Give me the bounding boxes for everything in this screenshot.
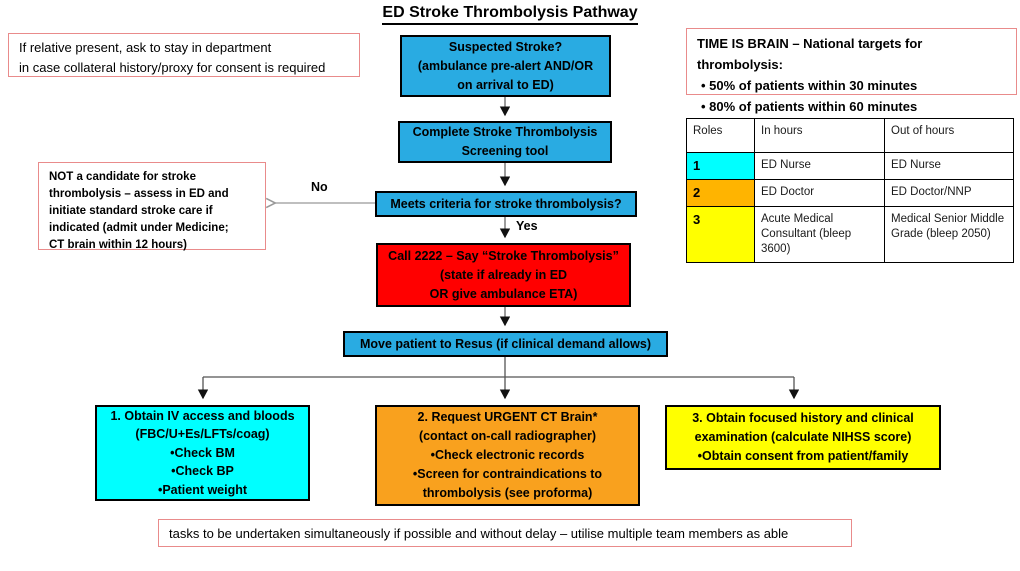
text-line: 1. Obtain IV access and bloods — [110, 408, 295, 423]
text-line: • 80% of patients within 60 minutes — [701, 99, 918, 114]
flowchart-title: ED Stroke Thrombolysis Pathway — [0, 4, 1020, 25]
role-number-cell: 2 — [686, 179, 755, 207]
text-line: Suspected Stroke? — [448, 39, 563, 54]
text-line: •Obtain consent from patient/family — [697, 449, 909, 463]
roles-table: Roles In hours Out of hours 1 ED Nurse E… — [686, 118, 1014, 263]
suspected-stroke-box: Suspected Stroke? (ambulance pre-alert A… — [400, 35, 611, 97]
move-to-resus-box: Move patient to Resus (if clinical deman… — [343, 331, 668, 357]
text-line: If relative present, ask to stay in depa… — [19, 40, 272, 55]
text-line: CT brain within 12 hours) — [49, 239, 188, 251]
text-line: tasks to be undertaken simultaneously if… — [169, 525, 789, 541]
text-line: 3. Obtain focused history and clinical — [692, 411, 914, 425]
text-line: (contact on-call radiographer) — [418, 429, 597, 443]
text-line: NOT a candidate for stroke — [49, 171, 196, 183]
relative-note-box: If relative present, ask to stay in depa… — [8, 33, 360, 77]
task2-box: 2. Request URGENT CT Brain* (contact on-… — [375, 405, 640, 506]
text-line: in case collateral history/proxy for con… — [19, 60, 326, 75]
table-row: 2 ED Doctor ED Doctor/NNP — [686, 179, 1014, 207]
tasks-note-box: tasks to be undertaken simultaneously if… — [158, 519, 852, 547]
header-roles: Roles — [686, 118, 755, 153]
text-line: •Check BM — [170, 445, 235, 460]
in-hours-cell: ED Doctor — [754, 179, 885, 207]
table-row: 3 Acute Medical Consultant (bleep 3600) … — [686, 206, 1014, 263]
no-label: No — [311, 180, 328, 194]
text-line: indicated (admit under Medicine; — [49, 222, 229, 234]
yes-label: Yes — [516, 219, 538, 233]
out-of-hours-cell: Medical Senior Middle Grade (bleep 2050) — [884, 206, 1014, 263]
text-line: examination (calculate NIHSS score) — [694, 430, 912, 444]
text-line: •Screen for contraindications to — [412, 467, 603, 481]
text-line: Meets criteria for stroke thrombolysis? — [390, 196, 622, 211]
screening-tool-box: Complete Stroke Thrombolysis Screening t… — [398, 121, 612, 163]
task3-box: 3. Obtain focused history and clinical e… — [665, 405, 941, 470]
text-line: thrombolysis (see proforma) — [422, 486, 593, 500]
text-line: Complete Stroke Thrombolysis — [412, 125, 598, 139]
text-line: Call 2222 – Say “Stroke Thrombolysis” — [388, 248, 619, 263]
text-line: (ambulance pre-alert AND/OR — [417, 58, 594, 73]
text-line: Screening tool — [461, 144, 549, 158]
table-row: 1 ED Nurse ED Nurse — [686, 152, 1014, 180]
role-number-cell: 3 — [686, 206, 755, 263]
text-line: thrombolysis – assess in ED and — [49, 188, 229, 200]
text-line: •Patient weight — [157, 482, 248, 497]
criteria-decision-box: Meets criteria for stroke thrombolysis? — [375, 191, 637, 217]
text-line: (FBC/U+Es/LFTs/coag) — [135, 427, 270, 442]
in-hours-cell: ED Nurse — [754, 152, 885, 180]
role-number-cell: 1 — [686, 152, 755, 180]
header-out-of-hours: Out of hours — [884, 118, 1014, 153]
call-2222-box: Call 2222 – Say “Stroke Thrombolysis” (s… — [376, 243, 631, 307]
not-candidate-box: NOT a candidate for stroke thrombolysis … — [38, 162, 266, 251]
time-is-brain-box: TIME IS BRAIN – National targets for thr… — [686, 28, 1017, 114]
text-line: (state if already in ED — [439, 267, 568, 282]
text-line: Move patient to Resus (if clinical deman… — [359, 336, 652, 351]
text-line: on arrival to ED) — [457, 77, 554, 92]
in-hours-cell: Acute Medical Consultant (bleep 3600) — [754, 206, 885, 263]
header-in-hours: In hours — [754, 118, 885, 153]
out-of-hours-cell: ED Doctor/NNP — [884, 179, 1014, 207]
text-line: initiate standard stroke care if — [49, 205, 213, 217]
text-line: •Check electronic records — [430, 448, 585, 462]
text-line: OR give ambulance ETA) — [429, 286, 578, 301]
text-line: •Check BP — [171, 464, 234, 479]
out-of-hours-cell: ED Nurse — [884, 152, 1014, 180]
task1-box: 1. Obtain IV access and bloods (FBC/U+Es… — [95, 405, 310, 501]
table-header-row: Roles In hours Out of hours — [686, 118, 1014, 153]
text-line: 2. Request URGENT CT Brain* — [417, 410, 598, 424]
text-line: • 50% of patients within 30 minutes — [701, 78, 918, 93]
text-line: TIME IS BRAIN – National targets for thr… — [697, 36, 923, 72]
